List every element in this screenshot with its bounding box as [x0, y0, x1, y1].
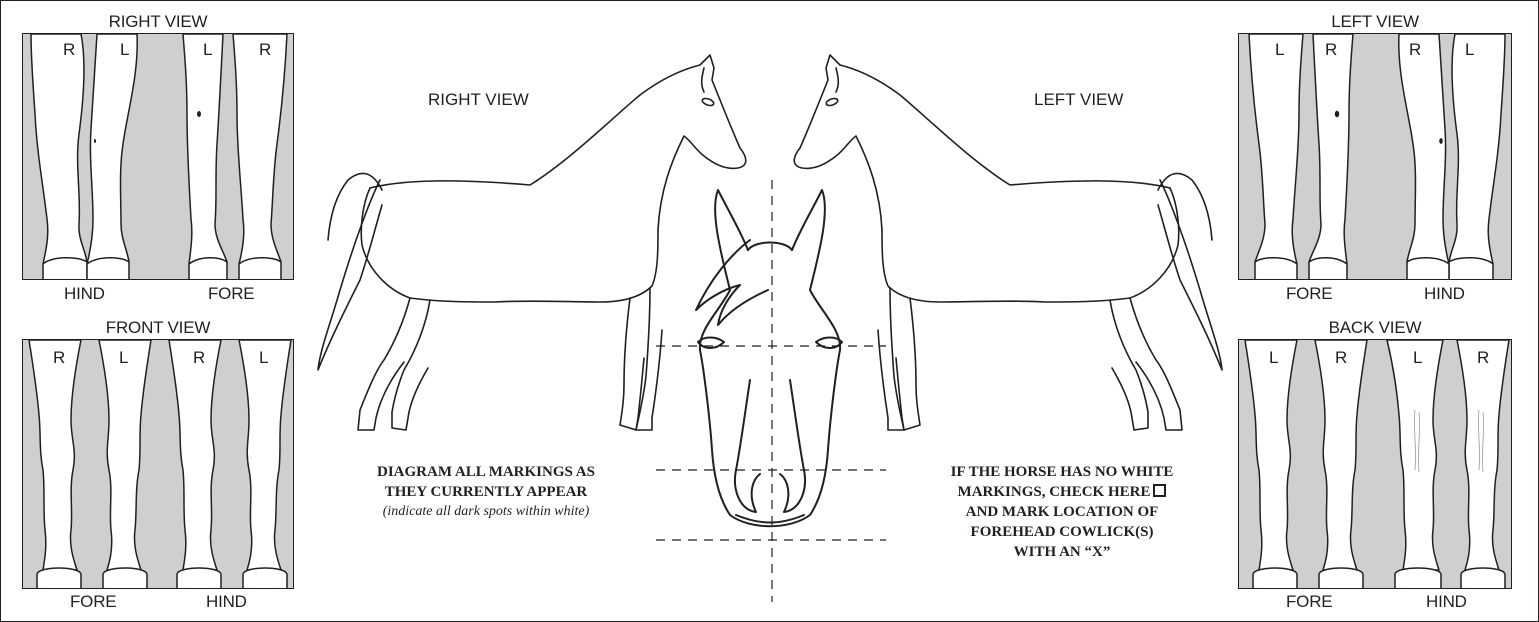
leg-letter: R — [1477, 348, 1489, 368]
hind-label: HIND — [64, 284, 105, 304]
instruction-line: DIAGRAM ALL MARKINGS AS — [377, 464, 595, 480]
fore-label: FORE — [1286, 284, 1332, 304]
leg-letter: L — [203, 40, 212, 60]
panel-title: RIGHT VIEW — [22, 12, 294, 32]
hind-label: HIND — [206, 592, 247, 612]
left-view-horse — [794, 55, 1222, 430]
hind-label: HIND — [1424, 284, 1465, 304]
leg-letter: R — [63, 40, 75, 60]
hind-leg-left — [87, 34, 137, 264]
left-view-label: LEFT VIEW — [1034, 90, 1123, 110]
instruction-note: (indicate all dark spots within white) — [326, 502, 646, 522]
leg-letter: R — [259, 40, 271, 60]
legs-box[interactable]: R L L R — [22, 33, 294, 280]
legs-box[interactable]: R L R L — [22, 339, 294, 589]
panel-title: LEFT VIEW — [1238, 12, 1512, 32]
instruction-line: WITH AN “X” — [1014, 544, 1111, 560]
leg-letter: L — [1413, 348, 1422, 368]
leg-letter: R — [193, 348, 205, 368]
no-markings-checkbox[interactable] — [1153, 484, 1166, 497]
leg-letter: L — [259, 348, 268, 368]
legs-box[interactable]: L R R L — [1238, 33, 1512, 280]
leg-letter: R — [1335, 348, 1347, 368]
leg-letter: R — [1325, 40, 1337, 60]
right-view-horse — [318, 55, 746, 430]
panel-title: FRONT VIEW — [22, 318, 294, 338]
fore-label: FORE — [70, 592, 116, 612]
legs-box[interactable]: L R L R — [1238, 339, 1512, 589]
instruction-line: THEY CURRENTLY APPEAR — [385, 484, 588, 500]
right-view-label: RIGHT VIEW — [428, 90, 529, 110]
leg-letter: L — [119, 348, 128, 368]
leg-letter: R — [1409, 40, 1421, 60]
right-instructions: IF THE HORSE HAS NO WHITE MARKINGS, CHEC… — [892, 462, 1232, 562]
panel-title: BACK VIEW — [1238, 318, 1512, 338]
left-instructions: DIAGRAM ALL MARKINGS AS THEY CURRENTLY A… — [326, 462, 646, 522]
hind-leg-right — [31, 34, 87, 264]
leg-letter: L — [120, 40, 129, 60]
fore-leg-left — [183, 34, 227, 264]
leg-letter: L — [1275, 40, 1284, 60]
leg-letter: R — [53, 348, 65, 368]
fore-label: FORE — [208, 284, 254, 304]
leg-letter: L — [1269, 348, 1278, 368]
front-head — [696, 190, 842, 526]
fore-leg-right — [233, 34, 287, 264]
instruction-line: IF THE HORSE HAS NO WHITE — [951, 464, 1174, 480]
instruction-line: AND MARK LOCATION OF — [966, 504, 1159, 520]
hind-label: HIND — [1426, 592, 1467, 612]
fore-label: FORE — [1286, 592, 1332, 612]
instruction-line: FOREHEAD COWLICK(S) — [971, 524, 1154, 540]
instruction-line: MARKINGS, CHECK HERE — [958, 484, 1151, 500]
leg-letter: L — [1465, 40, 1474, 60]
